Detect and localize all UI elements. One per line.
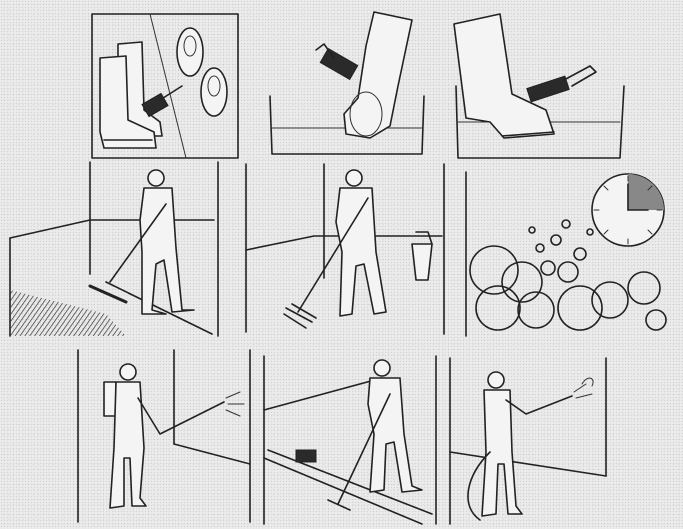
boot-tub-side-illustration xyxy=(450,10,632,160)
boots-illustration xyxy=(90,12,240,160)
panel-boots xyxy=(90,12,240,160)
soak-timer-illustration xyxy=(460,170,680,338)
boot-brush-tub-illustration xyxy=(262,6,430,158)
pressure-washing-illustration xyxy=(446,356,610,526)
backpack-spraying-illustration xyxy=(74,348,254,524)
clock-icon xyxy=(592,174,664,246)
panel-soak-timer xyxy=(460,170,680,338)
panel-floor-scraping xyxy=(6,160,228,338)
panel-pressure-washing xyxy=(446,356,610,526)
panel-drain-cleaning xyxy=(262,354,440,526)
panel-backpack-spraying xyxy=(74,348,254,524)
panel-boot-tub-side xyxy=(450,10,632,160)
sweeping-illustration xyxy=(236,162,452,338)
panel-boot-brush-tub xyxy=(262,6,430,158)
panel-sweeping xyxy=(236,162,452,338)
drain-cleaning-illustration xyxy=(262,354,440,526)
floor-scraping-illustration xyxy=(6,160,228,338)
